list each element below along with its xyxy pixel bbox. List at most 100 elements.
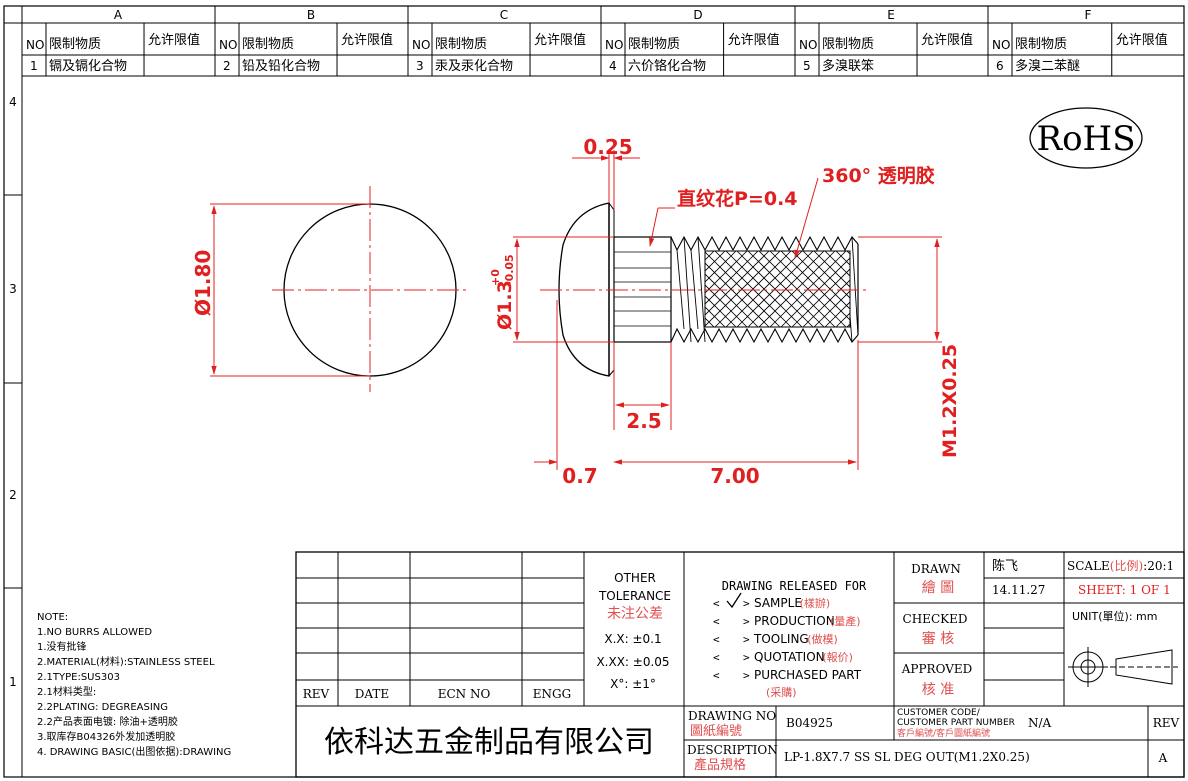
note-line: 2.1材料类型:	[37, 685, 96, 698]
total-length-label: 7.00	[710, 464, 759, 488]
rohs-label: RoHS	[1036, 119, 1135, 159]
rs-no-header: NO	[219, 38, 237, 52]
head-thickness-label: 0.25	[583, 135, 632, 159]
tolerance-xxx: X.XX: ±0.05	[596, 655, 669, 669]
zone-col-f: F	[1085, 8, 1092, 22]
notes-block: NOTE: 1.NO BURRS ALLOWED1.没有批锋2.MATERIAL…	[37, 612, 231, 758]
unit-label: UNIT(單位): mm	[1072, 609, 1157, 623]
rs-item-name: 铅及铅化合物	[242, 59, 320, 74]
rev-label: REV	[1153, 716, 1180, 730]
description-value: LP-1.8X7.7 SS SL DEG OUT(M1.2X0.25)	[784, 750, 1030, 764]
checkmark-icon	[726, 592, 742, 609]
rs-limit-header: 允许限值	[341, 32, 393, 48]
release-item-label: TOOLING	[753, 632, 809, 646]
company-name: 依科达五金制品有限公司	[324, 725, 654, 760]
description-label: DESCRIPTION	[687, 743, 778, 757]
note-line: 2.2产品表面电镀: 除油+透明胶	[37, 715, 178, 728]
side-view-dimensions: 0.25 直纹花P=0.4 360° 透明胶 Ø1.3 +0 -0.05 2.5…	[489, 135, 961, 488]
rs-limit-header: 允许限值	[728, 32, 780, 48]
scale-label: SCALE(比例):20:1	[1067, 559, 1174, 573]
rev-col-header: REV	[303, 687, 330, 701]
note-line: 1.NO BURRS ALLOWED	[37, 627, 152, 638]
thread-label: M1.2X0.25	[939, 344, 961, 458]
shank-diameter-label: Ø1.3	[494, 280, 516, 330]
date-col-header: DATE	[355, 687, 389, 701]
drawn-date: 14.11.27	[992, 583, 1045, 597]
rs-no-header: NO	[799, 38, 817, 52]
description-label-cn: 產品規格	[694, 757, 746, 773]
end-view: Ø1.80	[191, 186, 466, 392]
release-item-cn: (報价)	[822, 651, 853, 664]
release-item-cn: (樣辦)	[800, 596, 831, 610]
release-item-label: PRODUCTION	[754, 614, 835, 628]
rs-substance-header: 限制物质	[49, 37, 101, 52]
rs-item-no: 2	[223, 59, 231, 73]
drawing-no-value: B04925	[786, 716, 833, 730]
release-item-label: PURCHASED PART	[754, 668, 862, 682]
glue-note: 360° 透明胶	[822, 164, 935, 187]
drawn-label-cn: 繪 圖	[922, 579, 954, 596]
drawn-by: 陈飞	[992, 558, 1018, 574]
tolerance-xx: X.X: ±0.1	[604, 632, 661, 646]
release-item-label: SAMPLE	[754, 596, 802, 610]
rs-no-header: NO	[605, 38, 623, 52]
drawn-label: DRAWN	[911, 562, 961, 576]
rohs-mark	[1029, 107, 1143, 169]
rs-substance-header: 限制物质	[822, 37, 874, 52]
head-diameter-label: Ø1.80	[191, 250, 215, 316]
rs-item-name: 六价铬化合物	[628, 58, 706, 74]
tolerance-angle: X°: ±1°	[610, 677, 656, 691]
knurl-length-label: 2.5	[626, 409, 661, 433]
release-item-cn: (采購)	[766, 685, 797, 699]
release-item-label: QUOTATION	[754, 650, 825, 664]
checked-label-cn: 審 核	[922, 631, 954, 647]
zone-col-a: A	[114, 8, 123, 22]
shank-tol-minus: -0.05	[503, 254, 516, 286]
release-bracket-icon: >	[743, 633, 750, 646]
rs-item-name: 镉及镉化合物	[49, 58, 127, 74]
rs-limit-header: 允许限值	[1116, 32, 1168, 48]
approved-label: APPROVED	[901, 662, 973, 676]
rs-item-no: 1	[30, 59, 38, 73]
rs-limit-header: 允许限值	[148, 32, 200, 48]
release-bracket-icon: >	[743, 615, 750, 628]
rs-no-header: NO	[412, 38, 430, 52]
rs-no-header: NO	[992, 38, 1010, 52]
zone-row-1: 1	[9, 675, 17, 689]
release-bracket-icon: >	[743, 651, 750, 664]
notes-title: NOTE:	[37, 612, 68, 623]
release-bracket-icon: <	[713, 597, 720, 610]
release-bracket-icon: <	[713, 615, 720, 628]
zone-row-4: 4	[9, 95, 17, 109]
release-item-cn: (量產)	[830, 614, 861, 628]
checked-label: CHECKED	[903, 612, 968, 626]
sheet-label: SHEET: 1 OF 1	[1078, 583, 1171, 597]
knurl-note: 直纹花P=0.4	[677, 187, 798, 210]
release-bracket-icon: <	[713, 669, 720, 682]
zone-col-e: E	[887, 8, 895, 22]
shank-tol-plus: +0	[489, 269, 502, 286]
tolerance-title-1: OTHER	[614, 571, 656, 585]
tolerance-title-cn: 未注公差	[607, 606, 663, 622]
rs-item-name: 多溴联笨	[822, 58, 874, 74]
rs-item-name: 汞及汞化合物	[435, 59, 513, 74]
projection-symbol-icon	[1068, 647, 1178, 687]
zone-row-3: 3	[9, 282, 17, 296]
note-line: 2.1TYPE:SUS303	[37, 672, 120, 683]
zone-col-d: D	[693, 8, 702, 22]
rev-value: A	[1158, 751, 1168, 765]
rs-limit-header: 允许限值	[534, 32, 586, 48]
approved-label-cn: 核 准	[922, 682, 954, 698]
release-bracket-icon: <	[713, 651, 720, 664]
release-bracket-icon: >	[743, 669, 750, 682]
engg-col-header: ENGG	[533, 687, 571, 701]
rs-item-name: 多溴二苯醚	[1015, 58, 1080, 74]
rs-item-no: 4	[609, 59, 617, 73]
tolerance-title-2: TOLERANCE	[598, 589, 671, 603]
rs-no-header: NO	[26, 38, 44, 52]
head-length-label: 0.7	[562, 464, 597, 488]
rs-substance-header: 限制物质	[628, 37, 680, 52]
side-view	[540, 202, 870, 377]
zone-col-c: C	[500, 8, 508, 22]
